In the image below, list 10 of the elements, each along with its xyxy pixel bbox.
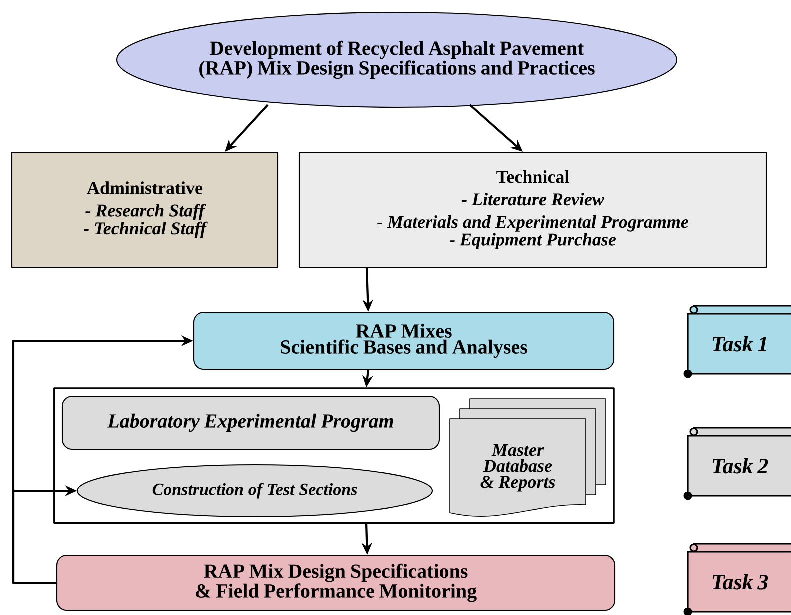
category-box: Administrative - Research Staff - Technical Staff bbox=[11, 152, 279, 268]
output-box: RAP Mix Design Specifications & Field Performance Monitoring bbox=[56, 554, 616, 612]
task-scroll: Task 2 bbox=[684, 427, 791, 500]
task-scroll: Task 3 bbox=[684, 543, 791, 615]
process-box: RAP Mixes Scientific Bases and Analyses bbox=[193, 312, 615, 370]
task-scroll: Task 1 bbox=[684, 305, 791, 378]
category-box: Technical - Literature Review - Materials and Experimental Programme - Equipment Purchase bbox=[298, 152, 768, 268]
document-stack: Master Database & Reports bbox=[450, 398, 606, 517]
process-box: Laboratory Experimental Program bbox=[62, 396, 440, 450]
group-box bbox=[54, 388, 615, 524]
